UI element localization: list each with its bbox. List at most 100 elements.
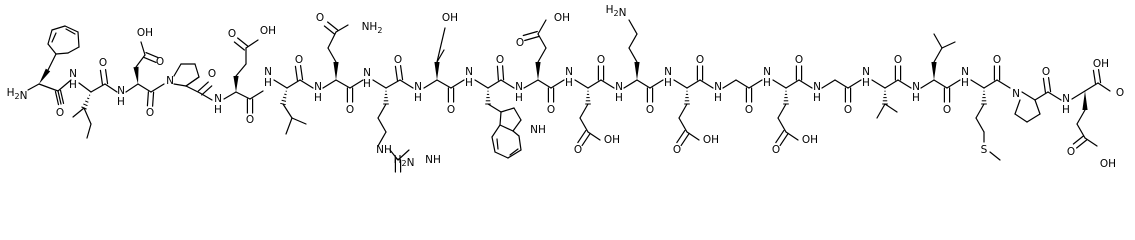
hashed-bond [981, 90, 987, 105]
amide-nitrogen-label: N [714, 81, 722, 93]
bond [349, 79, 364, 89]
bond [587, 79, 602, 89]
bond [51, 32, 57, 43]
amide-nitrogen-label: N [465, 66, 473, 78]
bond [235, 91, 251, 100]
bond [1034, 91, 1049, 101]
bond [397, 149, 410, 161]
wedge-bond [233, 76, 239, 92]
carbonyl-bond [99, 69, 104, 85]
bond [574, 79, 589, 89]
carbonyl-bond [54, 90, 60, 106]
oxygen-label: O [346, 104, 354, 116]
bond [185, 85, 201, 94]
bond [389, 149, 399, 161]
oxygen-label: O [516, 37, 524, 49]
amide-nitrogen-label: N [264, 66, 272, 78]
phenyl-ring [64, 25, 79, 33]
oxygen-label: O [597, 54, 605, 66]
oxygen-label: O [772, 144, 780, 156]
oxygen-label: O [943, 104, 951, 116]
bond [474, 79, 489, 89]
amide-nitrogen-label: N [862, 66, 870, 78]
pyrrole-ring [499, 111, 502, 126]
bond [235, 63, 247, 77]
bond [537, 19, 547, 35]
oxygen-label: O [844, 104, 852, 116]
wedge-bond [39, 68, 51, 84]
bond [173, 83, 187, 87]
bond [975, 103, 985, 119]
amide-nitrogen-label: N [912, 81, 920, 93]
amide-hydrogen-label: H [763, 77, 771, 89]
bond [285, 117, 293, 135]
carbonyl-bond [145, 51, 159, 59]
oxygen-label: O [496, 54, 504, 66]
amide-hydrogen-label: H [515, 92, 523, 104]
oxygen-label: O [316, 12, 324, 24]
hashed-bond [81, 94, 91, 110]
benzene-ring [507, 149, 522, 159]
hydroxyl-label: OH [1100, 158, 1116, 170]
hashed-bond [280, 90, 287, 106]
benzene-ring [518, 135, 522, 151]
bond [291, 117, 307, 125]
bond [223, 91, 237, 100]
bond [884, 79, 899, 89]
bond [722, 79, 737, 89]
bond [57, 90, 62, 105]
amide-hydrogen-label: H [1062, 104, 1070, 116]
bond [423, 79, 438, 89]
amide-nitrogen-label: N [813, 81, 821, 93]
oxygen-label: O [1042, 66, 1050, 78]
hydroxyl-label: OH [703, 134, 719, 146]
bond [1084, 137, 1098, 147]
carbonyl-bond [775, 129, 785, 144]
amide-nitrogen-label: N [214, 93, 222, 105]
bond [537, 47, 547, 63]
bond [975, 117, 985, 133]
bond [72, 107, 85, 118]
amide-nitrogen-label: N [664, 66, 672, 78]
oxygen-label: O [696, 54, 704, 66]
bond [579, 117, 589, 133]
bond [523, 79, 539, 89]
carbonyl-bond [496, 65, 500, 81]
bond [777, 103, 787, 119]
oxygen-label: O [447, 104, 455, 116]
wedge-bond [434, 62, 440, 80]
bond [649, 79, 664, 89]
amide-nitrogen-label: N [1062, 93, 1070, 105]
bond [1097, 82, 1111, 92]
bond [847, 79, 862, 89]
amide-nitrogen-label: N [615, 81, 623, 93]
bond [876, 103, 886, 119]
bond [537, 79, 552, 89]
phenyl-ring [47, 29, 53, 45]
bond [821, 79, 836, 89]
carbonyl-bond [1047, 77, 1052, 93]
pyrrolidine-ring [1034, 99, 1041, 115]
amide-hydrogen-label: H [69, 79, 77, 91]
bond [871, 79, 886, 89]
bond [150, 83, 165, 93]
carbonyl-bond [151, 91, 155, 107]
oxygen-label: O [547, 104, 555, 116]
bond [377, 103, 387, 119]
oxygen-label: O [246, 114, 254, 126]
bond [785, 79, 800, 89]
bond [623, 79, 638, 89]
wedge-bond [931, 62, 937, 80]
carbonyl-bond [1092, 69, 1097, 84]
carbonyl-bond [581, 132, 591, 147]
amide-nitrogen-label: N [961, 66, 969, 78]
arginine-imine-label: NH [425, 154, 441, 166]
bond [135, 54, 146, 68]
bond [636, 79, 651, 89]
bond [686, 79, 701, 89]
bond [946, 79, 961, 89]
amide-nitrogen-label: N [363, 67, 371, 79]
bond [550, 79, 565, 89]
benzene-ring [491, 136, 496, 153]
bond [772, 79, 787, 89]
